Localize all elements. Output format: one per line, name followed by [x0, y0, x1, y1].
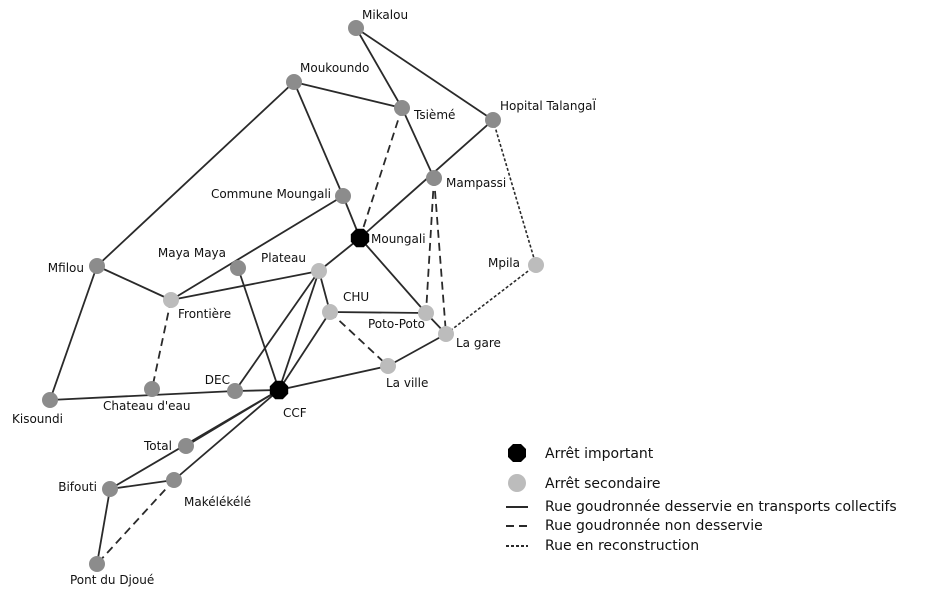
stop-label-dec: DEC: [205, 373, 230, 387]
edge-tsieme-mampassi: [401, 107, 435, 179]
edge-lagare-laville: [387, 333, 447, 367]
stop-ccf: [269, 380, 289, 400]
edge-commune-frontiere: [170, 195, 344, 301]
stop-mikalou: [348, 20, 364, 36]
stop-laville: [380, 358, 396, 374]
stop-makelekele: [166, 472, 182, 488]
stop-label-chateau: Chateau d'eau: [103, 399, 190, 413]
legend: Arrêt important Arrêt secondaire Rue gou…: [506, 444, 897, 554]
stop-mayamaya: [230, 260, 246, 276]
stop-pontdjoue: [89, 556, 105, 572]
stop-label-frontiere: Frontière: [178, 307, 231, 321]
stop-label-makelekele: Makélékélé: [184, 495, 251, 509]
stop-label-pontdjoue: Pont du Djoué: [70, 573, 154, 587]
stop-label-potopoto: Poto-Poto: [368, 317, 425, 331]
legend-secondary-stop-label: Arrêt secondaire: [545, 476, 661, 492]
stop-label-mampassi: Mampassi: [446, 176, 506, 190]
stop-bifouti: [102, 481, 118, 497]
edge-moungali-potopoto: [359, 237, 427, 314]
edge-mampassi-lagare: [433, 177, 447, 335]
edge-chu-laville: [329, 311, 389, 367]
stop-dec: [227, 383, 243, 399]
stop-label-mayamaya: Maya Maya: [158, 246, 226, 260]
stop-mampassi: [426, 170, 442, 186]
edge-plateau-ccf: [278, 270, 320, 391]
stop-plateau: [311, 263, 327, 279]
stop-potopoto: [418, 305, 434, 321]
edge-frontiere-chateau: [151, 299, 172, 390]
edge-plateau-frontiere: [170, 270, 320, 301]
stop-tsieme: [394, 100, 410, 116]
nodes-layer: [42, 20, 544, 572]
stop-commune: [335, 188, 351, 204]
edge-chu-potopoto: [329, 311, 427, 314]
stop-label-ccf: CCF: [283, 406, 307, 420]
stop-label-chu: CHU: [343, 290, 369, 304]
stop-mfilou: [89, 258, 105, 274]
stop-label-mfilou: Mfilou: [48, 261, 84, 275]
stop-chu: [322, 304, 338, 320]
edge-makelekele-pontdjoue: [96, 479, 175, 565]
edge-mpila-lagare: [445, 264, 537, 335]
edge-kisoundi-dec: [49, 390, 236, 401]
stop-label-mikalou: Mikalou: [362, 8, 408, 22]
stop-mpila: [528, 257, 544, 273]
stop-chateau: [144, 381, 160, 397]
stop-label-lagare: La gare: [456, 336, 501, 350]
edges-layer: [49, 27, 537, 565]
legend-paved-served-label: Rue goudronnée desservie en transports c…: [545, 499, 897, 515]
stop-moukoundo: [286, 74, 302, 90]
legend-important-stop-label: Arrêt important: [545, 446, 654, 462]
edge-plateau-dec: [234, 270, 320, 392]
stop-moungali: [350, 228, 370, 248]
edge-tsieme-moungali: [359, 107, 403, 239]
stop-label-laville: La ville: [386, 376, 428, 390]
stop-label-moungali: Moungali: [371, 232, 426, 246]
edge-mampassi-potopoto: [425, 177, 435, 314]
stop-label-plateau: Plateau: [261, 251, 306, 265]
stop-label-bifouti: Bifouti: [58, 480, 97, 494]
stop-label-mpila: Mpila: [488, 256, 520, 270]
edge-chu-ccf: [278, 311, 331, 391]
stop-label-tsieme: Tsièmé: [413, 108, 455, 122]
stop-label-moukoundo: Moukoundo: [300, 61, 369, 75]
legend-reconstruction-label: Rue en reconstruction: [545, 538, 699, 554]
stop-lagare: [438, 326, 454, 342]
edge-mfilou-kisoundi: [49, 265, 98, 401]
stop-label-total: Total: [143, 439, 172, 453]
stop-kisoundi: [42, 392, 58, 408]
edge-laville-ccf: [278, 365, 389, 391]
legend-secondary-stop-icon: [508, 474, 526, 492]
stop-label-hopital: Hopital TalangaÏ: [500, 98, 596, 113]
legend-paved-not-served-label: Rue goudronnée non desservie: [545, 518, 763, 534]
edge-ccf-bifouti: [109, 389, 280, 490]
edge-hopital-mpila: [492, 119, 537, 266]
edge-mikalou-tsieme: [355, 27, 403, 109]
edge-mayamaya-ccf: [237, 267, 280, 391]
edge-ccf-makelekele: [173, 389, 280, 481]
edge-moukoundo-mfilou: [96, 81, 295, 267]
edge-moukoundo-tsieme: [293, 81, 403, 109]
edge-bifouti-makelekele: [109, 479, 175, 490]
stop-total: [178, 438, 194, 454]
edge-mikalou-hopital: [355, 27, 494, 121]
stop-label-commune: Commune Moungali: [211, 187, 331, 201]
legend-important-stop-icon: [508, 444, 526, 462]
stop-frontiere: [163, 292, 179, 308]
edge-mfilou-frontiere: [96, 265, 172, 301]
edge-moukoundo-commune: [293, 81, 344, 197]
stop-hopital: [485, 112, 501, 128]
edge-bifouti-pontdjoue: [96, 488, 111, 565]
stop-label-kisoundi: Kisoundi: [12, 412, 63, 426]
